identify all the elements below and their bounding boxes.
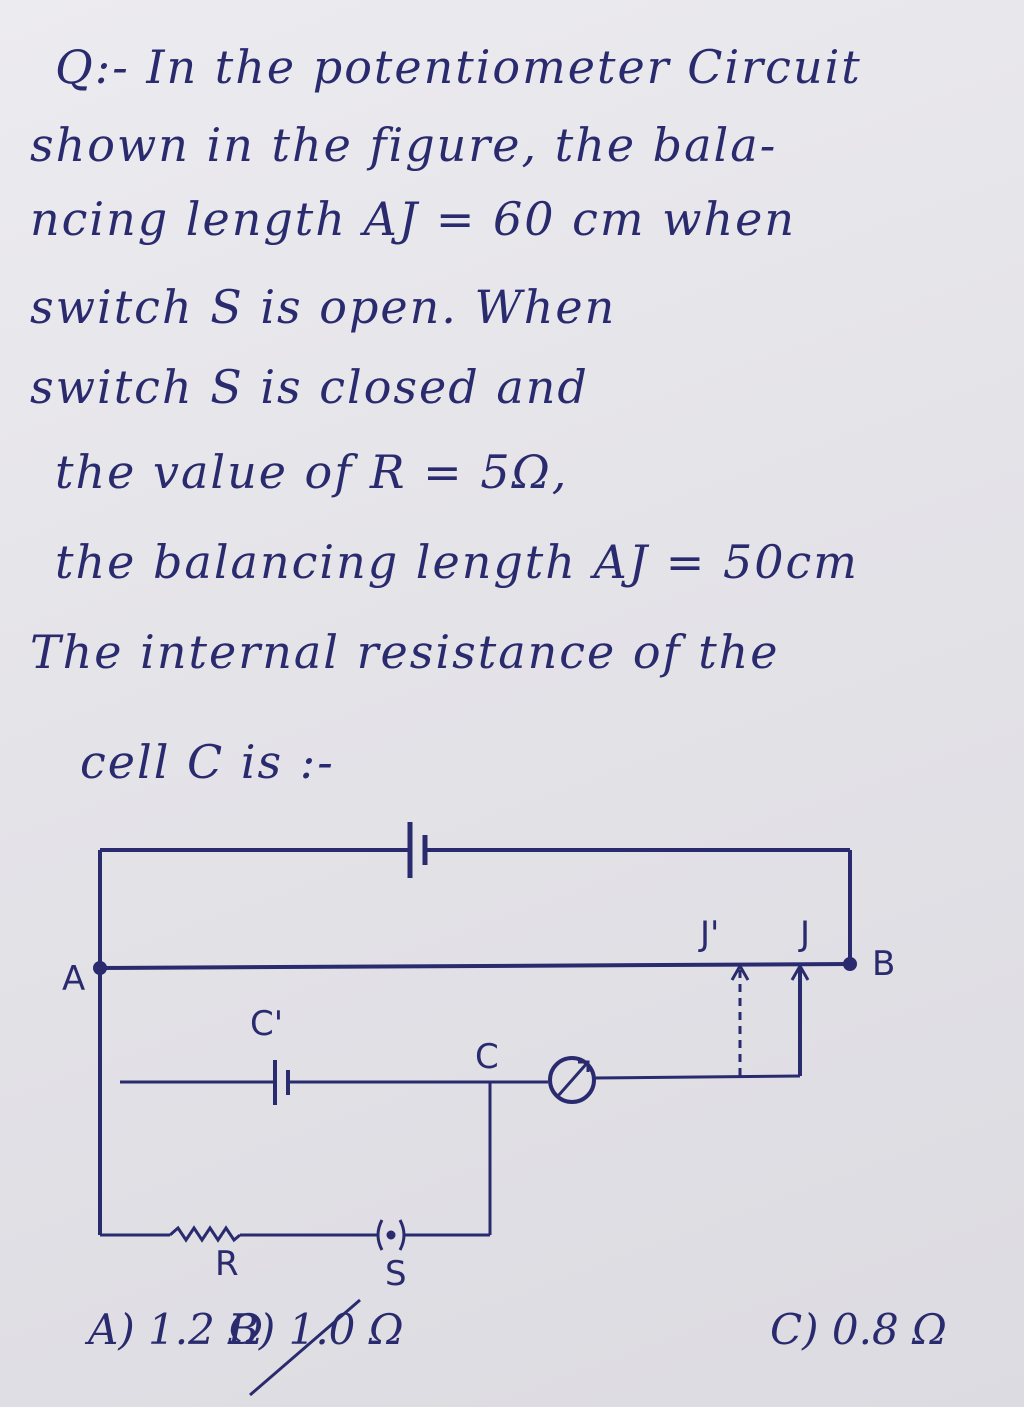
terminal-b (843, 957, 857, 971)
potentiometer-wire (99, 962, 851, 970)
question-line-4: switch S is open. When (30, 280, 617, 334)
question-line-8: The internal resistance of the (30, 625, 780, 679)
label-b: B (872, 944, 895, 984)
jockey-j-prime (730, 962, 750, 1076)
option-a: A) 1.2 Ω (88, 1305, 264, 1354)
question-line-2: shown in the figure, the bala- (30, 118, 778, 172)
label-s: S (385, 1254, 407, 1294)
galvanometer-icon (548, 1056, 596, 1104)
label-j: J (798, 914, 810, 954)
option-b: B) 1.0 Ω (228, 1305, 404, 1354)
label-c: C (475, 1037, 499, 1077)
option-c: C) 0.8 Ω (770, 1305, 947, 1354)
question-line-7: the balancing length AJ = 50cm (55, 535, 859, 589)
question-line-5: switch S is closed and (30, 360, 589, 414)
terminal-a (93, 961, 107, 975)
question-line-9: cell C is :- (80, 735, 335, 789)
answer-tick-mark (249, 1298, 361, 1397)
question-line-3: ncing length AJ = 60 cm when (30, 192, 796, 246)
label-r: R (215, 1244, 239, 1284)
jockey-j (790, 962, 810, 1076)
driver-battery-icon (407, 822, 428, 878)
label-a: A (62, 959, 85, 999)
question-line-6: the value of R = 5Ω, (55, 445, 569, 499)
label-j-prime: J' (698, 914, 719, 954)
switch-s-icon (376, 1219, 406, 1251)
cell-c-icon (273, 1060, 290, 1105)
label-c-prime: C' (250, 1004, 283, 1044)
secondary-circuit (100, 1080, 548, 1237)
main-circuit-wires (98, 848, 852, 1235)
resistor-r-icon (169, 1225, 241, 1243)
question-line-1: Q:- In the potentiometer Circuit (55, 40, 862, 94)
